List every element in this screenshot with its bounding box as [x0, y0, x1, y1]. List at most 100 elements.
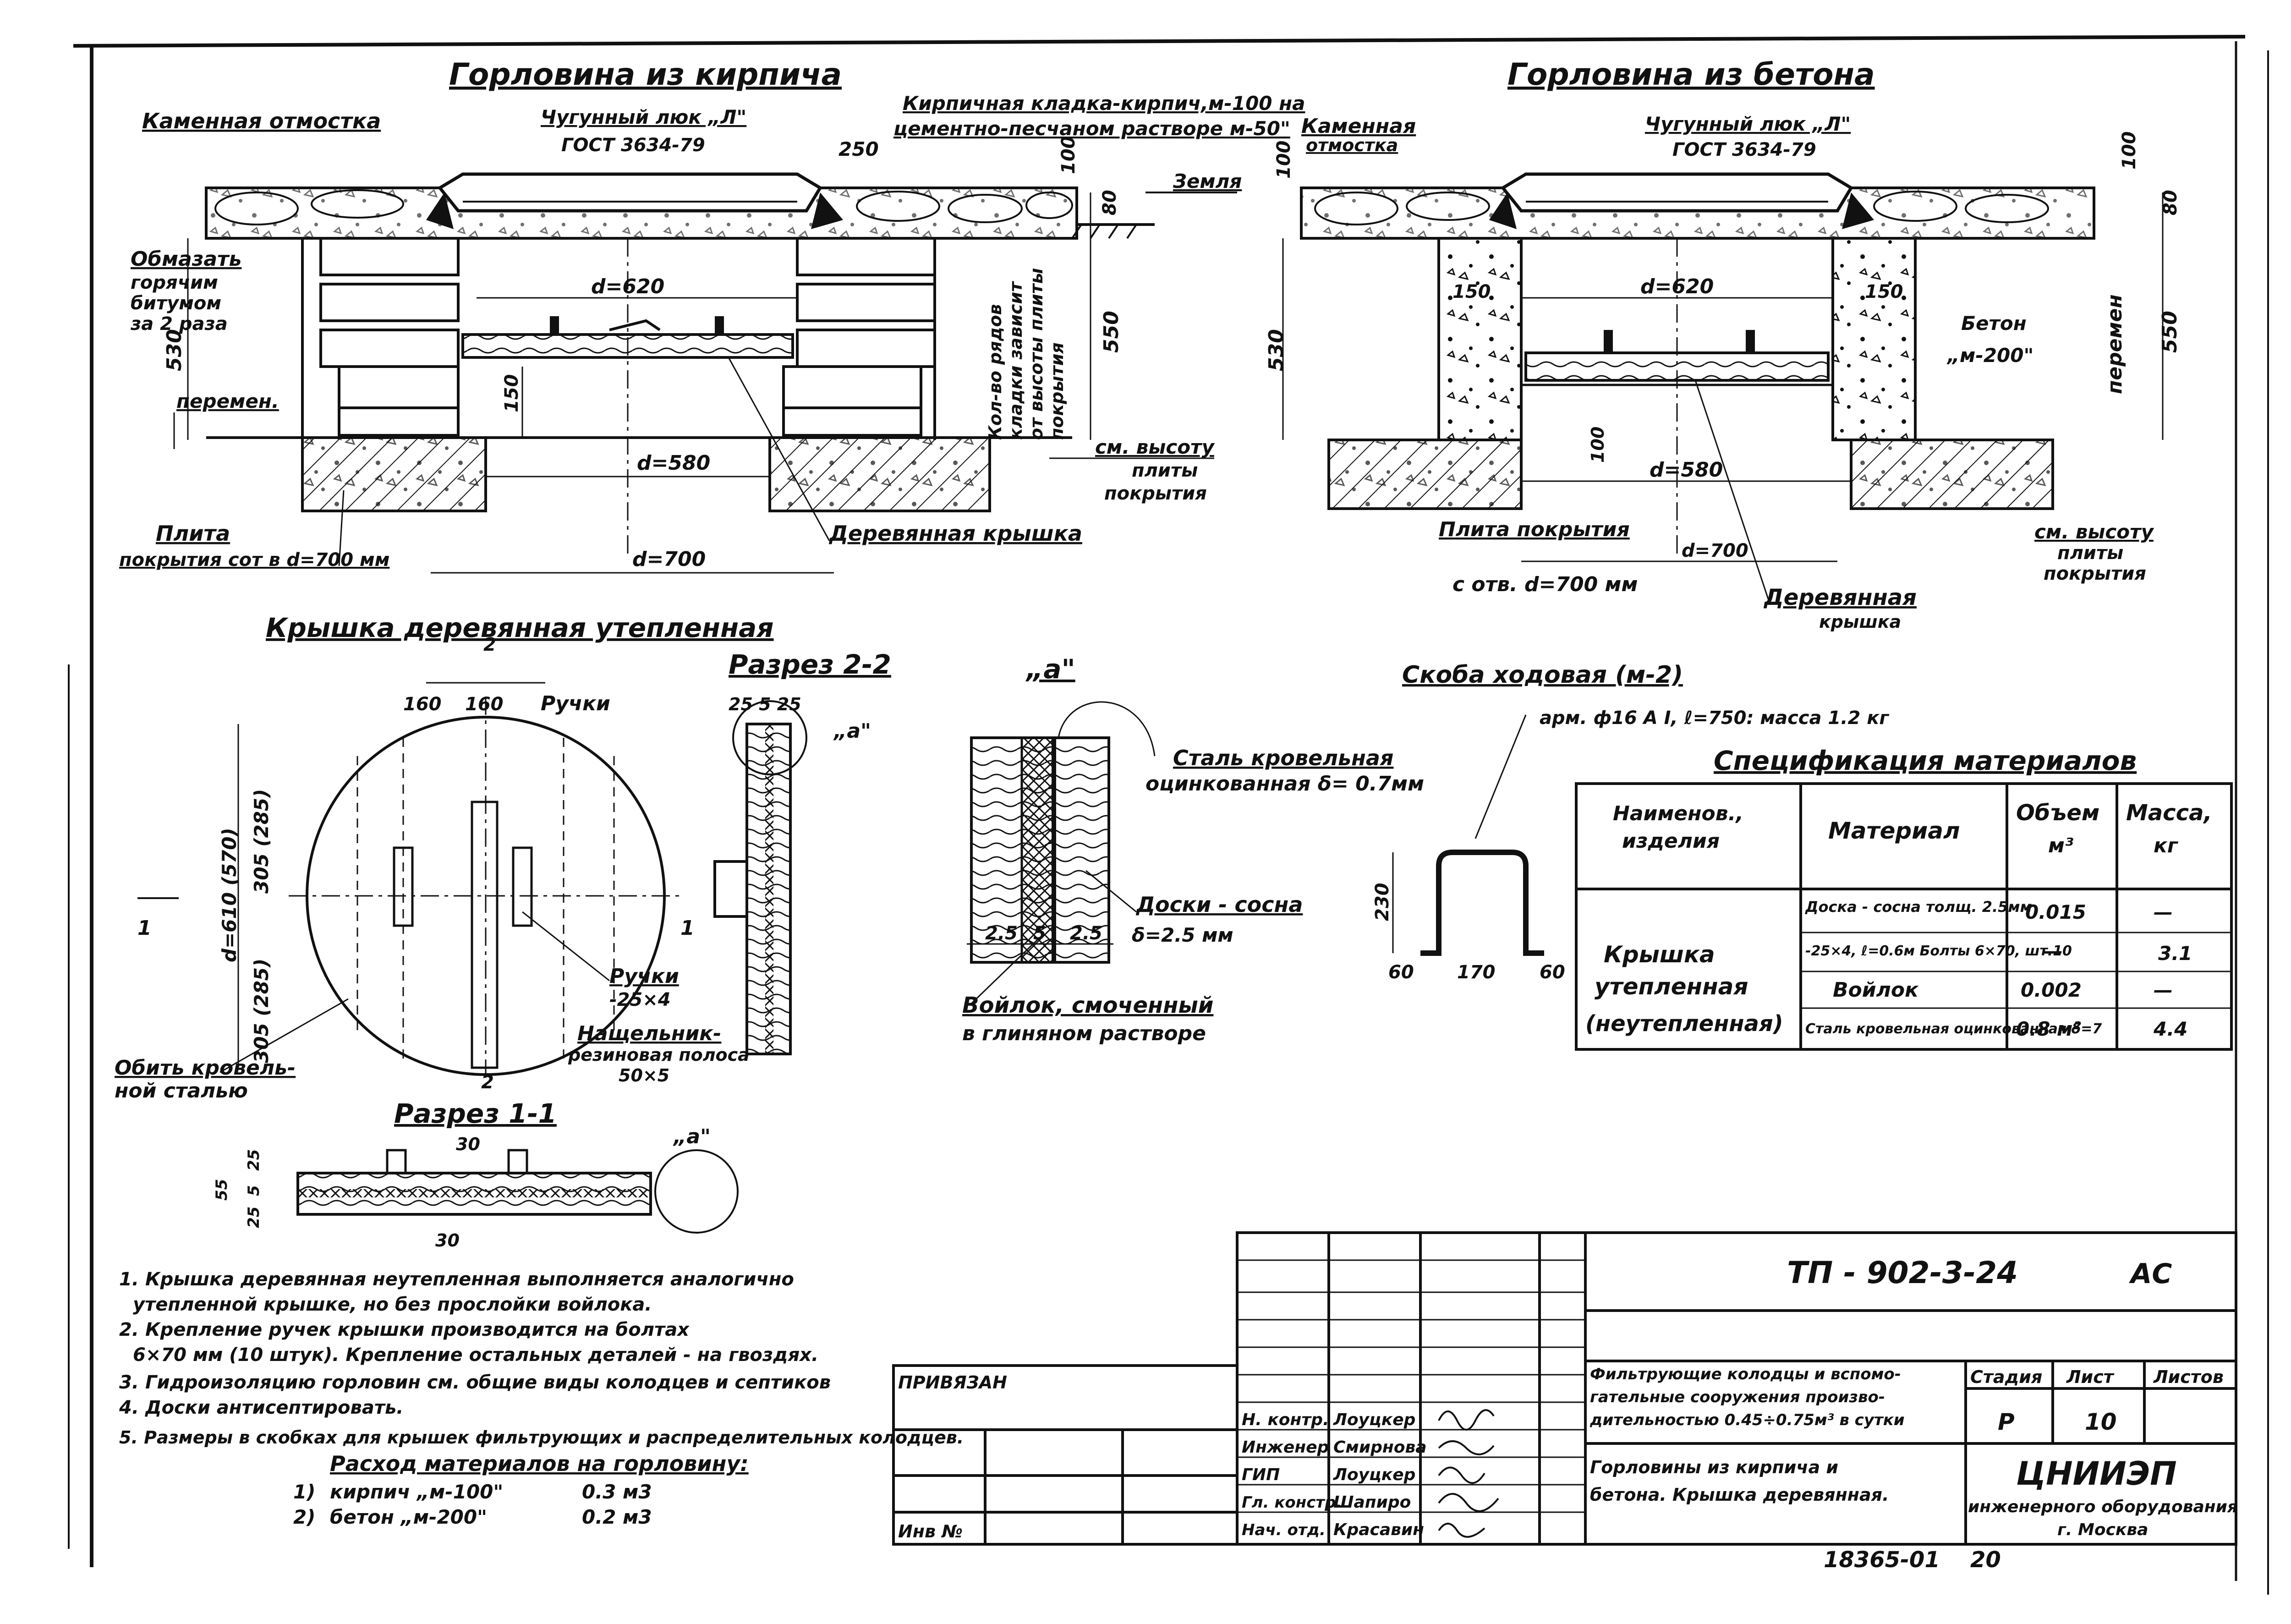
s11-mark: „a" — [673, 1125, 711, 1148]
stage-value: Р — [1998, 1409, 2015, 1435]
rows-label-3: от высоты плиты — [1026, 268, 1047, 440]
rows-label-4: покрытия — [1047, 342, 1067, 440]
signer-5-role: Нач. отд. — [1242, 1521, 1326, 1539]
consumption-2-name: бетон „м-200" — [330, 1506, 487, 1528]
s11-dim-30a: 30 — [456, 1134, 480, 1154]
dim-150: 150 — [501, 374, 522, 413]
detail-a-title: „a" — [1025, 653, 1075, 685]
spec-row1-material: Доска - сосна толщ. 2.5мм — [1805, 898, 2032, 916]
rows-label-2: кладки зависит — [1006, 281, 1026, 440]
cover-mark-1-right: 1 — [680, 916, 695, 940]
c-dim-d700: d=700 — [1682, 540, 1748, 561]
consumption-1-qty: 0.3 м3 — [582, 1481, 652, 1503]
signer-2-name: Смирнова — [1333, 1438, 1427, 1457]
s11-dim-25b: 25 — [245, 1207, 263, 1228]
s11-dim-55: 55 — [213, 1179, 231, 1201]
spec-header-name-1: Наименов., — [1613, 802, 1743, 825]
dim-160a: 160 — [403, 694, 442, 715]
spec-row4-mass: 4.4 — [2153, 1018, 2187, 1040]
spec-header-name-2: изделия — [1622, 829, 1720, 853]
doc-code: ТП - 902-3-24 — [1787, 1255, 2018, 1290]
coating-label-4: за 2 раза — [130, 313, 228, 335]
c-see-label-2: плиты — [2057, 543, 2123, 564]
steel-label-1: Сталь кровельная — [1173, 746, 1393, 770]
section-1-1: Разрез 1-1 30 „a" 25 55 5 25 30 — [213, 1098, 739, 1251]
earth-label: Земля — [1173, 170, 1242, 192]
bracket-title: Скоба ходовая (м-2) — [1402, 661, 1683, 689]
project-line-3: дительностью 0.45÷0.75м³ в сутки — [1589, 1411, 1905, 1429]
signer-1-name: Лоуцкер — [1333, 1410, 1415, 1429]
gost-label: ГОСТ 3634-79 — [561, 135, 705, 156]
c-stone-paving-2: отмостка — [1306, 135, 1398, 155]
cover-mark-1-left: 1 — [137, 916, 152, 940]
c-stone-paving-1: Каменная — [1301, 115, 1416, 138]
signer-4-name: Шапиро — [1333, 1493, 1411, 1512]
detail-dim-b: 5 — [1033, 923, 1046, 944]
c-wood-cover-1: Деревянная — [1763, 585, 1917, 610]
spec-header-volume-2: м³ — [2048, 834, 2073, 857]
spec-product-1: Крышка — [1604, 941, 1715, 968]
dim-305b: 305 (285) — [250, 959, 273, 1063]
signer-3-name: Лоуцкер — [1333, 1465, 1415, 1484]
see-label-3: покрытия — [1104, 483, 1207, 504]
see-label-2: плиты — [1132, 460, 1198, 481]
slab-label-1: Плита — [156, 521, 230, 546]
spec-row3-volume: 0.002 — [2021, 979, 2082, 1001]
coating-label-1: Обмазать — [131, 247, 241, 271]
spec-header-volume-1: Объем — [2016, 800, 2099, 826]
dim-305a: 305 (285) — [250, 789, 273, 894]
section-2-2-mark: „a" — [833, 719, 871, 743]
spec-row1-volume: 0.015 — [2025, 901, 2086, 923]
variable-label: перемен. — [176, 390, 279, 412]
org-line-3: г. Москва — [2057, 1520, 2148, 1539]
bottom-code: 18365-01 — [1824, 1547, 1940, 1573]
plate-label-3: 50×5 — [619, 1065, 669, 1086]
cover-plan-title: Крышка деревянная утепленная — [266, 612, 774, 643]
sheet-label: Лист — [2066, 1367, 2115, 1387]
s11-dim-30b: 30 — [435, 1230, 460, 1251]
cover-mark-2-bottom: 2 — [481, 1072, 494, 1093]
c-dim-150b: 150 — [1865, 281, 1903, 302]
rows-label-1: Кол-во рядов — [985, 304, 1005, 440]
sheets-label: Листов — [2153, 1367, 2224, 1387]
signer-5-name: Красавин — [1333, 1520, 1424, 1539]
section-1-1-title: Разрез 1-1 — [394, 1098, 557, 1129]
c-dim-530: 530 — [1265, 329, 1288, 371]
signer-1-role: Н. контр. — [1242, 1410, 1329, 1429]
note-line-5: 3. Гидроизоляцию горловин см. общие виды… — [119, 1372, 831, 1393]
c-dim-100-inner: 100 — [1588, 427, 1608, 463]
note-line-1: 1. Крышка деревянная неутепленная выполн… — [119, 1269, 794, 1290]
bracket-dim-60a: 60 — [1388, 962, 1414, 983]
consumption-2-n: 2) — [293, 1506, 315, 1528]
cover-mark-2-top: 2 — [483, 634, 496, 655]
detail-dim-c: 2.5 — [1070, 923, 1102, 944]
spec-row2-mass: 3.1 — [2158, 942, 2192, 965]
brick-neck-section: Горловина из кирпича Каменная отмостка Ч… — [119, 57, 1305, 574]
bracket-spec: арм. ф16 А I, ℓ=750: масса 1.2 кг — [1540, 708, 1889, 729]
spec-row4-material: Сталь кровельная оцинкованная δ=7 — [1805, 1021, 2102, 1037]
note-line-7: 5. Размеры в скобках для крышек фильтрую… — [119, 1427, 964, 1448]
cover-metal-2: ной сталью — [115, 1079, 248, 1103]
spec-row2-volume: — — [2044, 940, 2063, 962]
doc-suffix: АС — [2129, 1258, 2172, 1290]
bracket-dim-170: 170 — [1457, 962, 1496, 983]
notes: 1. Крышка деревянная неутепленная выполн… — [119, 1269, 964, 1528]
spec-header-material: Материал — [1828, 817, 1960, 844]
sheet-value: 10 — [2085, 1409, 2117, 1435]
dim-80: 80 — [1099, 190, 1120, 215]
inv-label: Инв № — [898, 1521, 963, 1542]
c-dim-d580: d=580 — [1650, 458, 1723, 482]
plate-label-1: Нащельник- — [577, 1022, 721, 1045]
dim-d580: d=580 — [637, 451, 710, 475]
bracket-dim-60b: 60 — [1540, 962, 1565, 983]
project-line-2: гательные сооружения произво- — [1590, 1388, 1885, 1406]
consumption-1-n: 1) — [293, 1481, 315, 1503]
signatures — [1438, 1409, 1499, 1538]
c-slab-hole: с отв. d=700 мм — [1452, 573, 1638, 596]
c-wood-cover-2: крышка — [1819, 612, 1901, 632]
handles-label-2: Ручки — [609, 965, 679, 988]
note-line-4: 6×70 мм (10 штук). Крепление остальных д… — [133, 1344, 818, 1366]
coating-label-2: горячим — [131, 272, 218, 293]
sheet-title-1: Горловины из кирпича и — [1590, 1457, 1838, 1477]
bracket-dim-230: 230 — [1372, 883, 1393, 922]
